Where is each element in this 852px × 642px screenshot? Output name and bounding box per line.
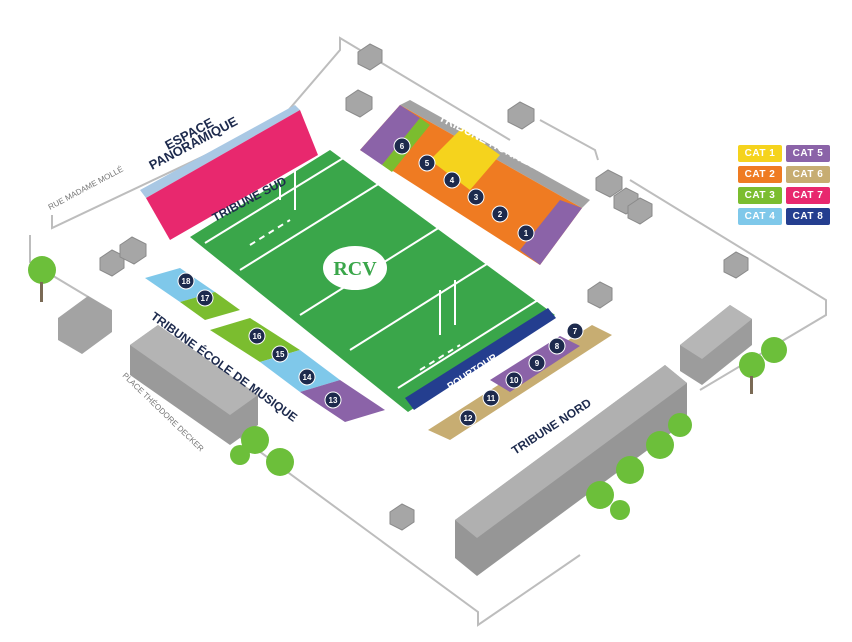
section-badge-5[interactable]: 5 bbox=[418, 154, 436, 172]
section-badge-11[interactable]: 11 bbox=[482, 389, 500, 407]
small-buildings bbox=[99, 43, 749, 531]
club-logo: RCV bbox=[323, 246, 387, 290]
legend-cat-6: CAT 6 bbox=[786, 166, 830, 183]
legend-cat-2: CAT 2 bbox=[738, 166, 782, 183]
legend-cat-8: CAT 8 bbox=[786, 208, 830, 225]
section-number: 17 bbox=[201, 294, 210, 303]
espace-panoramique-stand[interactable] bbox=[140, 105, 318, 240]
section-number: 5 bbox=[425, 159, 430, 168]
section-badge-8[interactable]: 8 bbox=[548, 337, 566, 355]
section-number: 2 bbox=[498, 210, 503, 219]
section-badge-7[interactable]: 7 bbox=[566, 322, 584, 340]
section-badge-2[interactable]: 2 bbox=[491, 205, 509, 223]
section-number: 9 bbox=[535, 359, 540, 368]
logo-text: RCV bbox=[333, 258, 377, 280]
section-badge-1[interactable]: 1 bbox=[517, 224, 535, 242]
section-badge-16[interactable]: 16 bbox=[248, 327, 266, 345]
section-number: 6 bbox=[400, 142, 405, 151]
section-badge-15[interactable]: 15 bbox=[271, 345, 289, 363]
legend-cat-3: CAT 3 bbox=[738, 187, 782, 204]
section-number: 16 bbox=[253, 332, 262, 341]
section-badge-18[interactable]: 18 bbox=[177, 272, 195, 290]
section-number: 14 bbox=[303, 373, 312, 382]
section-number: 8 bbox=[555, 342, 560, 351]
section-number: 10 bbox=[510, 376, 519, 385]
section-number: 13 bbox=[329, 396, 338, 405]
section-badge-12[interactable]: 12 bbox=[459, 409, 477, 427]
section-badge-9[interactable]: 9 bbox=[528, 354, 546, 372]
section-badge-4[interactable]: 4 bbox=[443, 171, 461, 189]
section-badge-6[interactable]: 6 bbox=[393, 137, 411, 155]
section-number: 3 bbox=[474, 193, 479, 202]
section-number: 1 bbox=[524, 229, 529, 238]
section-number: 11 bbox=[487, 394, 496, 403]
trees bbox=[28, 256, 787, 520]
section-number: 4 bbox=[450, 176, 455, 185]
section-number: 15 bbox=[276, 350, 285, 359]
legend-cat-4: CAT 4 bbox=[738, 208, 782, 225]
section-badge-14[interactable]: 14 bbox=[298, 368, 316, 386]
section-number: 12 bbox=[464, 414, 473, 423]
section-number: 7 bbox=[573, 327, 578, 336]
legend-cat-7: CAT 7 bbox=[786, 187, 830, 204]
section-badge-10[interactable]: 10 bbox=[505, 371, 523, 389]
large-buildings bbox=[58, 296, 752, 576]
section-badge-3[interactable]: 3 bbox=[467, 188, 485, 206]
section-badge-17[interactable]: 17 bbox=[196, 289, 214, 307]
section-badge-13[interactable]: 13 bbox=[324, 391, 342, 409]
pourtour-stand[interactable] bbox=[405, 308, 556, 410]
legend-cat-5: CAT 5 bbox=[786, 145, 830, 162]
street-rue-madame-molle: RUE MADAME MOLLÉ bbox=[47, 165, 125, 212]
section-number: 18 bbox=[182, 277, 191, 286]
legend-cat-1: CAT 1 bbox=[738, 145, 782, 162]
